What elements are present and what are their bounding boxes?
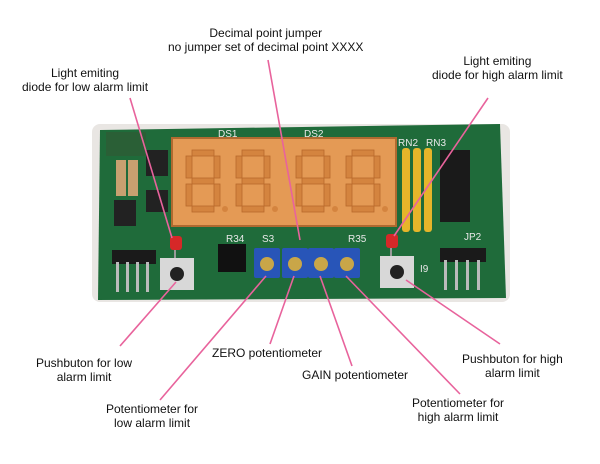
- digit-2-decimal-point: [272, 206, 278, 212]
- label-decimal-jumper: Decimal point jumper no jumper set of de…: [168, 26, 363, 54]
- digit-1-segment: [185, 183, 193, 207]
- led-high-alarm: [386, 234, 398, 258]
- label-push-low-line1: Pushbuton for low: [36, 356, 133, 370]
- leader-push-low: [119, 281, 177, 347]
- digit-1-segment: [191, 177, 215, 185]
- label-pot-high: Potentiometer for high alarm limit: [412, 396, 504, 424]
- silk-rn3: RN3: [426, 138, 446, 149]
- digit-1-decimal-point: [222, 206, 228, 212]
- resistor: [116, 160, 126, 196]
- resistor-network-rn2: [402, 148, 410, 232]
- leader-push-high: [405, 279, 501, 345]
- digit-4-segment: [373, 155, 381, 179]
- digit-4-decimal-point: [382, 206, 388, 212]
- leader-pot-high: [345, 275, 461, 395]
- digit-3-decimal-point: [332, 206, 338, 212]
- label-decimal-jumper-line2: no jumper set of decimal point XXXX: [168, 40, 364, 54]
- silk-rn2: RN2: [398, 138, 418, 149]
- pushbutton-high-alarm: [380, 256, 414, 288]
- digit-2-segment: [235, 183, 243, 207]
- digit-1-segment: [191, 149, 215, 157]
- label-zero-pot: ZERO potentiometer: [212, 346, 322, 360]
- label-push-low-line2: alarm limit: [56, 370, 112, 384]
- silk-i9: I9: [420, 264, 429, 275]
- label-led-low: Light emiting diode for low alarm limit: [22, 66, 148, 94]
- label-gain-pot: GAIN potentiometer: [302, 368, 408, 382]
- digit-4-segment: [351, 149, 375, 157]
- silk-r34: R34: [226, 234, 245, 245]
- digit-3-segment: [323, 183, 331, 207]
- silk-r35: R35: [348, 234, 367, 245]
- label-pot-high-line1: Potentiometer for: [412, 396, 505, 410]
- leader-led-low: [129, 97, 173, 239]
- digit-2-segment: [263, 155, 271, 179]
- digit-1-segment: [213, 155, 221, 179]
- digit-2-segment: [241, 205, 265, 213]
- label-push-low: Pushbuton for low alarm limit: [36, 356, 132, 384]
- digit-4-segment: [373, 183, 381, 207]
- label-pot-low: Potentiometer for low alarm limit: [106, 402, 198, 430]
- silk-ds2: DS2: [304, 129, 324, 140]
- label-led-high-line2: diode for high alarm limit: [432, 68, 563, 82]
- digit-4-segment: [345, 155, 353, 179]
- leader-zero-pot: [269, 275, 295, 345]
- silk-s3: S3: [262, 234, 275, 245]
- leader-gain-pot: [319, 275, 353, 367]
- digit-3-segment: [301, 205, 325, 213]
- digit-2-segment: [241, 177, 265, 185]
- digit-1-segment: [185, 155, 193, 179]
- digit-3-segment: [323, 155, 331, 179]
- label-push-high-line2: alarm limit: [485, 366, 540, 380]
- leader-pot-low: [159, 275, 267, 401]
- potentiometer-gain: [308, 248, 334, 278]
- digit-2-segment: [235, 155, 243, 179]
- resistor: [128, 160, 138, 196]
- digit-1-segment: [191, 205, 215, 213]
- pushbutton-low-alarm: [160, 258, 194, 290]
- potentiometer-zero: [282, 248, 308, 278]
- digit-4-segment: [345, 183, 353, 207]
- label-pot-low-line1: Potentiometer for: [106, 402, 199, 416]
- digit-2-segment: [241, 149, 265, 157]
- resistor-network-rn3: [424, 148, 432, 232]
- label-led-high-line1: Light emiting: [463, 54, 532, 68]
- label-gain-pot-text: GAIN potentiometer: [302, 368, 409, 382]
- label-area-left: [106, 132, 146, 156]
- label-pot-low-line2: low alarm limit: [114, 416, 191, 430]
- transistor: [114, 200, 136, 226]
- left-header-pins: [112, 250, 156, 292]
- display-digits: [185, 149, 388, 213]
- label-decimal-jumper-line1: Decimal point jumper: [209, 26, 323, 40]
- leader-led-high: [393, 97, 489, 237]
- digit-2-segment: [263, 183, 271, 207]
- digit-4-segment: [351, 177, 375, 185]
- potentiometer-high-alarm: [334, 248, 360, 278]
- label-pot-high-line2: high alarm limit: [417, 410, 499, 424]
- label-push-high-line1: Pushbuton for high: [462, 352, 563, 366]
- digit-1-segment: [213, 183, 221, 207]
- label-led-low-line2: diode for low alarm limit: [22, 80, 149, 94]
- digit-3-segment: [295, 183, 303, 207]
- digit-3-segment: [295, 155, 303, 179]
- silk-ds1: DS1: [218, 129, 238, 140]
- label-led-low-line1: Light emiting: [51, 66, 120, 80]
- label-led-high: Light emiting diode for high alarm limit: [432, 54, 563, 82]
- right-header-pins: [440, 248, 486, 290]
- label-zero-pot-text: ZERO potentiometer: [212, 346, 323, 360]
- digit-3-segment: [301, 149, 325, 157]
- decimal-point-jumper: [218, 244, 246, 272]
- leader-decimal-jumper: [267, 59, 301, 241]
- resistor-network-rn2b: [413, 148, 421, 232]
- leader-lines: [119, 59, 501, 401]
- potentiometer-low-alarm: [254, 248, 280, 278]
- silk-jp2: JP2: [464, 232, 482, 243]
- label-push-high: Pushbuton for high alarm limit: [462, 352, 563, 380]
- transistor: [146, 190, 168, 212]
- digit-4-segment: [351, 205, 375, 213]
- digit-3-segment: [301, 177, 325, 185]
- led-low-alarm: [170, 236, 182, 260]
